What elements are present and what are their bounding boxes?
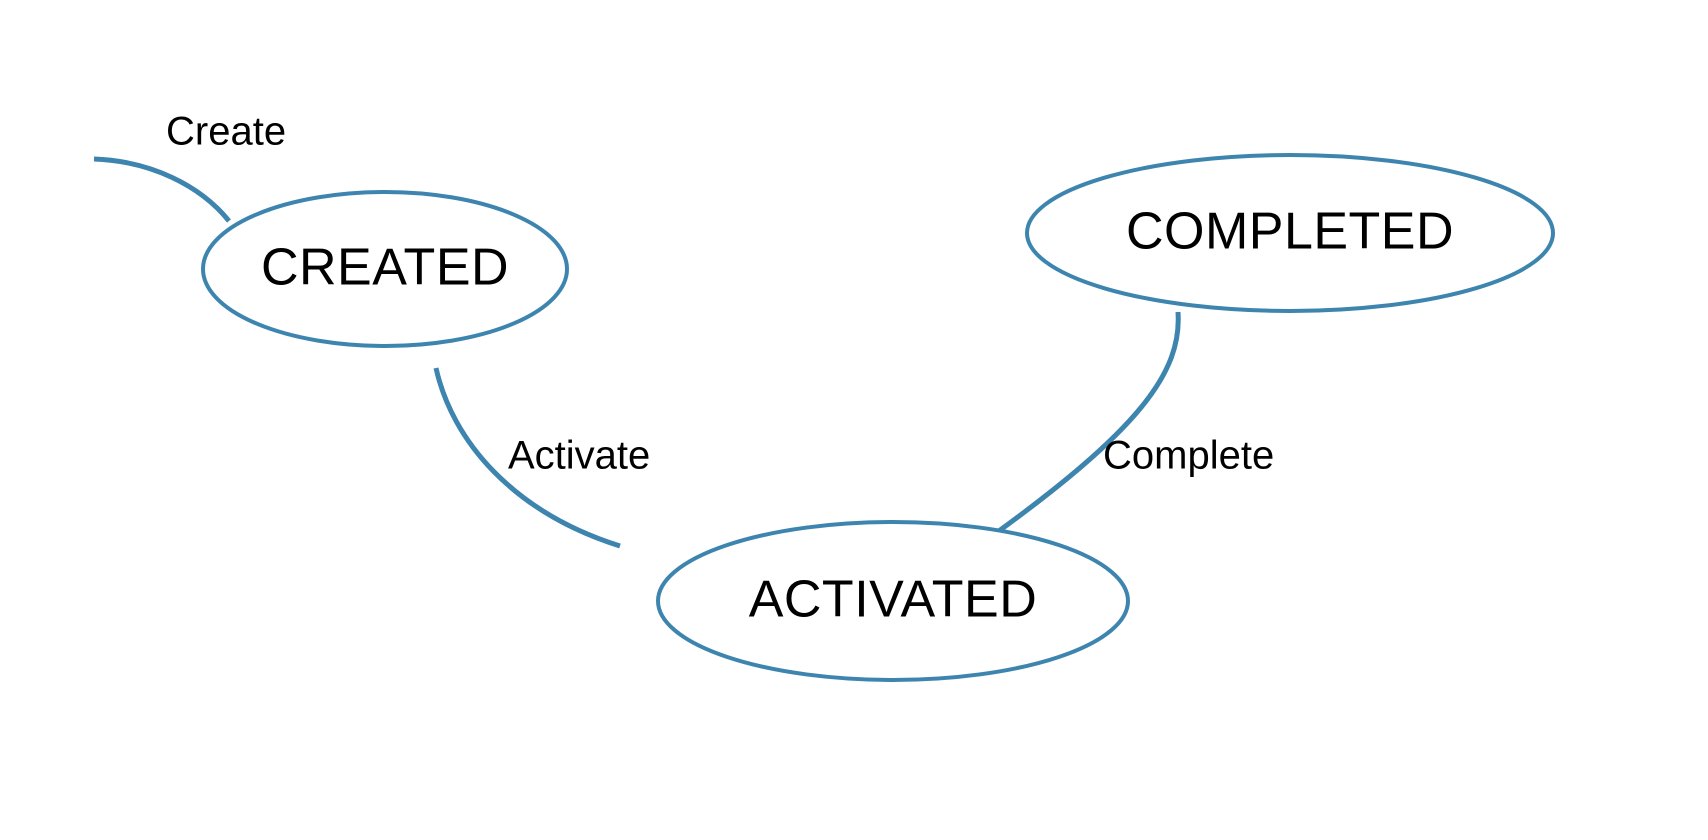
edge-labels-layer: Create Activate Complete — [166, 110, 1274, 478]
node-created[interactable]: CREATED — [201, 190, 569, 348]
node-created-ellipse[interactable] — [201, 190, 569, 348]
node-completed[interactable]: COMPLETED — [1025, 153, 1555, 313]
edges-layer — [93, 156, 1181, 549]
edge-label-activate: Activate — [508, 434, 650, 478]
node-created-label: CREATED — [261, 239, 509, 297]
edge-label-create: Create — [166, 110, 286, 154]
node-completed-label: COMPLETED — [1126, 203, 1454, 261]
node-activated-ellipse[interactable] — [656, 520, 1130, 682]
edge-create-path[interactable] — [93, 156, 231, 223]
edge-complete-path[interactable] — [983, 311, 1181, 544]
node-activated-label: ACTIVATED — [749, 571, 1038, 629]
edge-activate-path[interactable] — [433, 367, 621, 549]
node-completed-ellipse[interactable] — [1025, 153, 1555, 313]
node-activated[interactable]: ACTIVATED — [656, 520, 1130, 682]
edge-label-complete: Complete — [1103, 434, 1274, 478]
